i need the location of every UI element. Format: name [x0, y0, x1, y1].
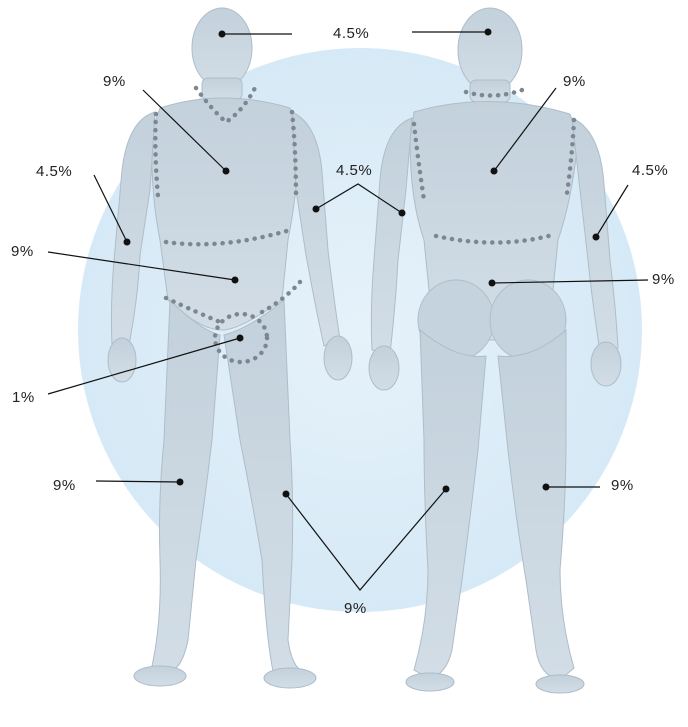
- label-front-chest: 9%: [103, 74, 126, 89]
- dot-chest: [223, 168, 230, 175]
- dot-abdomen: [232, 277, 239, 284]
- label-front-thigh: 9%: [53, 478, 76, 493]
- dot-arm-back-left: [399, 210, 406, 217]
- dot-lower-leg-back: [443, 486, 450, 493]
- dot-lower-leg-front: [283, 491, 290, 498]
- label-lower-legs: 9%: [344, 601, 367, 616]
- dot-thigh-back: [543, 484, 550, 491]
- label-head: 4.5%: [333, 26, 369, 41]
- dot-back-lower: [489, 280, 496, 287]
- dot-head-front: [219, 31, 226, 38]
- label-front-abdomen: 9%: [11, 244, 34, 259]
- label-front-arm-left: 4.5%: [36, 164, 72, 179]
- dot-arm-front-left: [124, 239, 131, 246]
- dot-genitals: [237, 335, 244, 342]
- label-back-upper: 9%: [563, 74, 586, 89]
- label-back-arm-right: 4.5%: [632, 163, 668, 178]
- label-genitals: 1%: [12, 390, 35, 405]
- dot-head-back: [485, 29, 492, 36]
- dot-arm-back-right: [593, 234, 600, 241]
- label-back-thigh: 9%: [611, 478, 634, 493]
- dot-thigh-front: [177, 479, 184, 486]
- label-back-lower: 9%: [652, 272, 675, 287]
- dot-arm-front-right: [313, 206, 320, 213]
- dot-back-upper: [491, 168, 498, 175]
- label-arms-inner: 4.5%: [336, 163, 372, 178]
